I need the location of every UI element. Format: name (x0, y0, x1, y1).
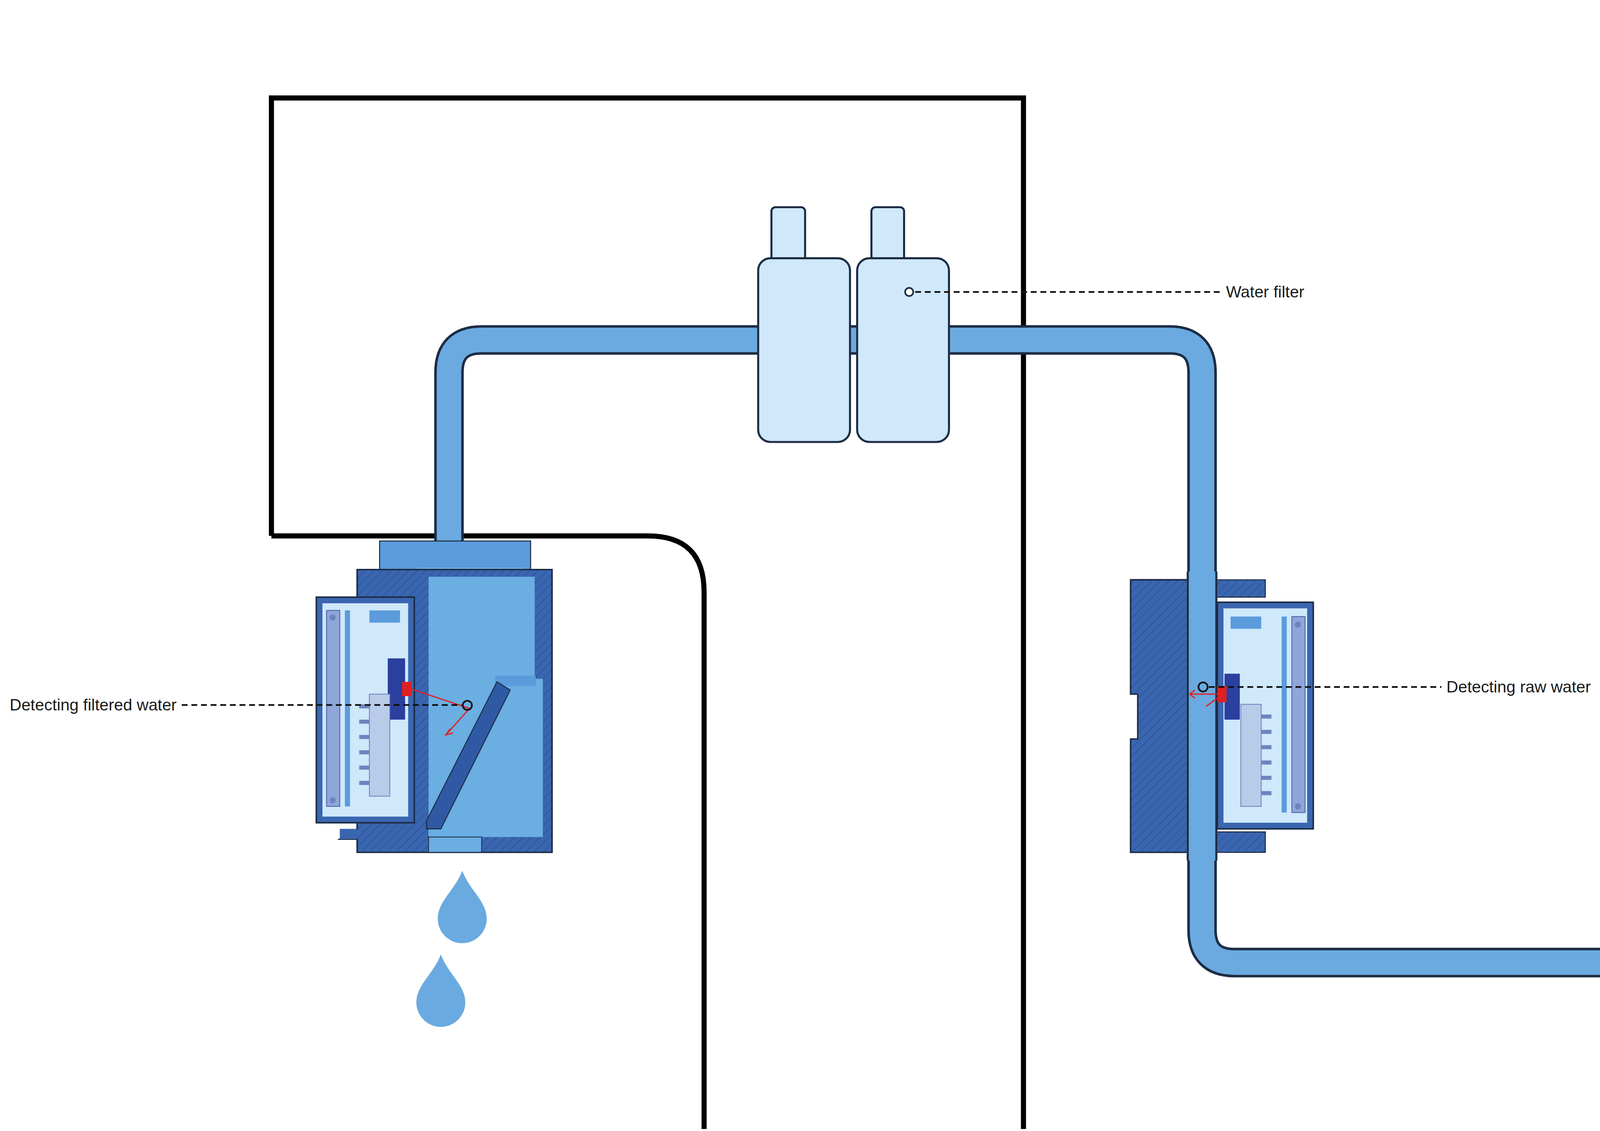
leader-line (915, 291, 1221, 293)
cabinet-outline (271, 98, 1024, 1129)
leader-line (1208, 686, 1442, 688)
callout-label: Detecting filtered water (7, 695, 179, 715)
callout-label: Detecting raw water (1444, 677, 1593, 697)
callout-label: Water filter (1224, 282, 1306, 302)
callout-dot (905, 287, 914, 296)
callout-dot (462, 700, 473, 710)
water-filter (758, 207, 950, 442)
callout-dot (1198, 682, 1208, 692)
filtered-water-sensor (316, 541, 553, 853)
leader-line (181, 704, 462, 706)
light-beam (411, 689, 470, 736)
raw-water-sensor (1130, 571, 1314, 861)
water-drop (416, 870, 487, 1028)
light-beam (1189, 689, 1218, 707)
water-pipe (449, 339, 1600, 963)
